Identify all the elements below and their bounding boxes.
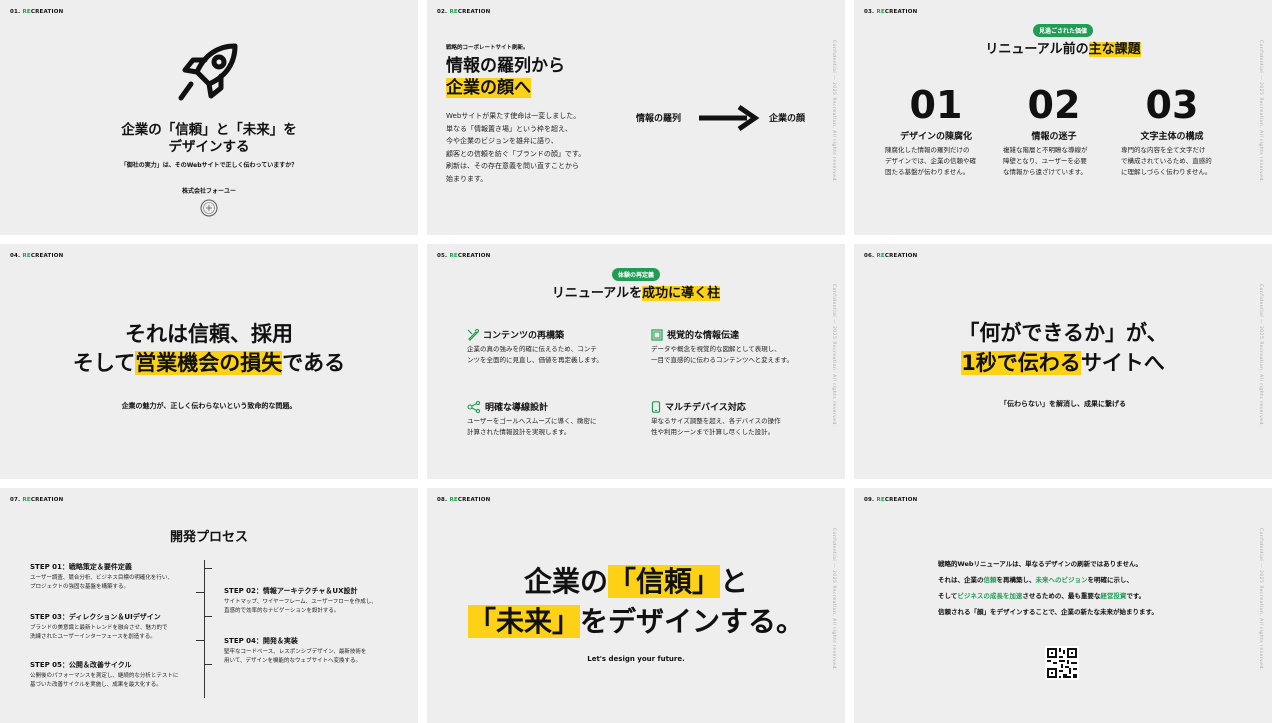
timeline-tick (204, 616, 212, 617)
slide7-title: 開発プロセス (169, 530, 248, 545)
slide-number: 08. RECREATION (437, 497, 491, 503)
pillar-item: 視覚的な情報伝達 データや概念を視覚的な図解として表現し、一目で直感的に伝わるコ… (651, 328, 826, 366)
rocket-icon (178, 43, 238, 101)
from-label: 情報の羅列 (636, 114, 682, 124)
network-icon (467, 400, 481, 413)
issue-item: 02 情報の迷子 複雑な階層と不明瞭な導線が障壁となり、ユーザーを必要な情報から… (1003, 83, 1088, 176)
slide8-headline: 企業の「信頼」と 「未来」をデザインする。 (467, 565, 805, 638)
side-caption: Confidential — 2025 Recreation. All righ… (1258, 40, 1263, 183)
company-name: 株式会社フォーユー (181, 188, 236, 195)
step-item: STEP 03：ディレクション＆UIデザイン ブランドの美意識と最新トレンドを融… (30, 613, 168, 640)
qr-code-icon[interactable] (1045, 646, 1079, 680)
section-badge: 見過ごされた価値 (1032, 24, 1093, 37)
slide-09[interactable]: 09. RECREATION Confidential — 2025 Recre… (854, 488, 1272, 723)
eyebrow-text: 戦略的コーポレートサイト刷新。 (446, 45, 529, 51)
pencil-ruler-icon (467, 328, 479, 341)
side-caption: Confidential — 2025 Recreation. All righ… (831, 528, 836, 671)
step-item: STEP 01：戦略策定＆要件定義 ユーザー調査、競合分析、ビジネス目標の明確化… (30, 563, 173, 590)
side-caption: Confidential — 2025 Recreation. All righ… (831, 40, 836, 183)
slide5-title: リニューアルを成功に導く柱 (551, 286, 721, 301)
slide2-heading: 情報の羅列から 企業の顔へ (446, 56, 565, 98)
slide-number: 06. RECREATION (864, 253, 918, 259)
slide-number: 04. RECREATION (10, 253, 64, 259)
side-caption: Confidential — 2025 Recreation. All righ… (831, 284, 836, 427)
section-badge: 体験の再定義 (611, 268, 660, 281)
step-item: STEP 04：開発＆実装 堅牢なコードベース、レスポンシブデザイン、最新技術を… (224, 637, 367, 664)
slide4-headline: それは信頼、採用 そして営業機会の損失である (72, 322, 346, 375)
timeline-tick (204, 568, 212, 569)
slide-number: 02. RECREATION (437, 9, 491, 15)
issue-item: 01 デザインの陳腐化 陳腐化した情報の羅列だけのデザインでは、企業の信頼や確固… (885, 83, 976, 176)
arrow-right-icon (699, 104, 760, 132)
slide-01[interactable]: 01. RECREATION 企業の「信頼」と「未来」を デザインする 「御社の… (0, 0, 418, 235)
step-item: STEP 05：公開＆改善サイクル 公開後のパフォーマンスを測定し、継続的な分析… (30, 661, 179, 688)
slide4-sub: 企業の魅力が、正しく伝わらないという致命的な問題。 (121, 402, 297, 410)
slide-03[interactable]: 03. RECREATION Confidential — 2025 Recre… (854, 0, 1272, 235)
slide-08[interactable]: 08. RECREATION Confidential — 2025 Recre… (427, 488, 845, 723)
timeline-line (204, 560, 205, 698)
side-caption: Confidential — 2025 Recreation. All righ… (1258, 528, 1263, 671)
slide6-headline: 「何ができるか」が、 1秒で伝わるサイトへ (958, 321, 1168, 375)
pillar-item: コンテンツの再構築 企業の真の強みを的確に伝えるため、コンテンツを全面的に見直し… (467, 328, 637, 366)
slide3-title: リニューアル前の主な課題 (985, 42, 1141, 57)
slide6-sub: 「伝わらない」を解消し、成果に繋げる (1000, 400, 1126, 408)
slide-number: 03. RECREATION (864, 9, 918, 15)
step-item: STEP 02：情報アーキテクチャ＆UX設計 サイトマップ、ワイヤーフレーム、ユ… (224, 587, 377, 614)
slide-number: 01. RECREATION (10, 9, 64, 15)
slide-number: 07. RECREATION (10, 497, 64, 503)
slide-04[interactable]: 04. RECREATION それは信頼、採用 そして営業機会の損失である 企業… (0, 244, 418, 479)
smartphone-icon (651, 400, 661, 413)
slide-07[interactable]: 07. RECREATION 開発プロセス STEP 01：戦略策定＆要件定義 … (0, 488, 418, 723)
issue-item: 03 文字主体の構成 専門的な内容を全て文字だけで構成されているため、直感的に理… (1121, 83, 1212, 176)
to-label: 企業の顔 (769, 114, 806, 124)
timeline-tick (204, 664, 212, 665)
layout-icon (651, 328, 663, 341)
slide-number: 09. RECREATION (864, 497, 918, 503)
timeline-tick (196, 592, 204, 593)
slide-02[interactable]: 02. RECREATION Confidential — 2025 Recre… (427, 0, 845, 235)
closing-message: 戦略的Webリニューアルは、単なるデザインの刷新ではありません。 それは、企業の… (938, 560, 1158, 616)
slide1-subtitle: 「御社の実力」は、そのWebサイトで正しく伝わっていますか？ (120, 162, 298, 169)
slide-06[interactable]: 06. RECREATION Confidential — 2025 Recre… (854, 244, 1272, 479)
slide2-body: Webサイトが果たす使命は一変しました。 単なる「情報置き場」という枠を超え、 … (446, 112, 586, 183)
slide-05[interactable]: 05. RECREATION Confidential — 2025 Recre… (427, 244, 845, 479)
side-caption: Confidential — 2025 Recreation. All righ… (1258, 284, 1263, 427)
company-logo-icon (200, 199, 218, 217)
slide-number: 05. RECREATION (437, 253, 491, 259)
timeline-tick (196, 640, 204, 641)
slide8-sub: Let's design your future. (587, 655, 685, 663)
slide1-title: 企業の「信頼」と「未来」を デザインする (121, 122, 297, 155)
pillar-item: マルチデバイス対応 単なるサイズ調整を超え、各デバイスの操作性や利用シーンまで計… (651, 400, 826, 438)
pillar-item: 明確な導線設計 ユーザーをゴールへスムーズに導く、緻密に計算された情報設計を実現… (467, 400, 637, 438)
